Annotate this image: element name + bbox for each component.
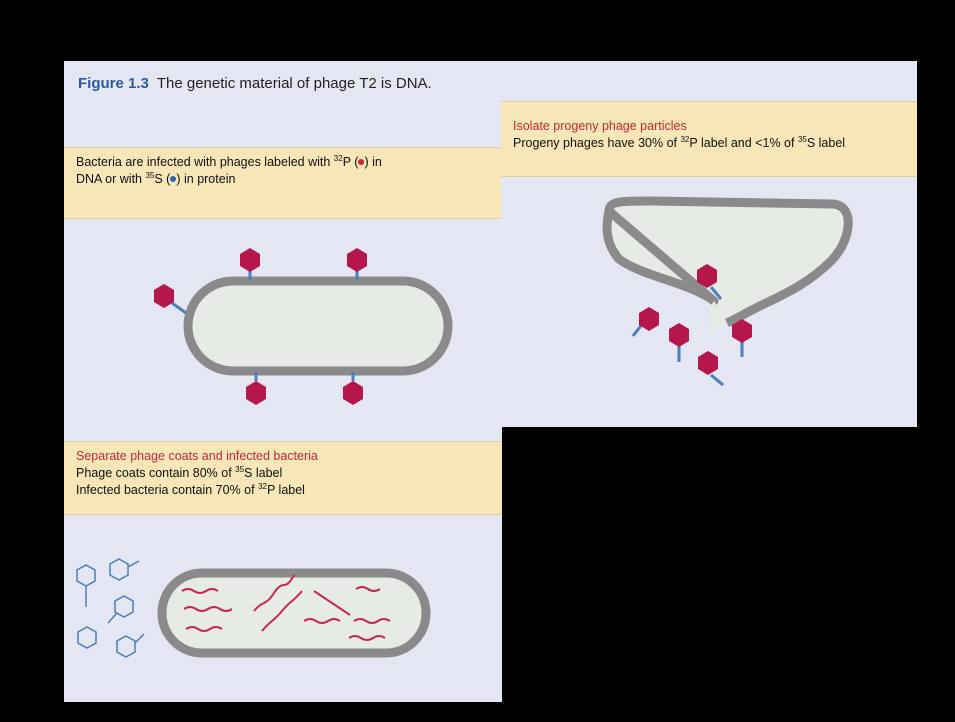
lysed-bacterium bbox=[602, 196, 853, 328]
figure-title: The genetic material of phage T2 is DNA. bbox=[156, 75, 432, 92]
step3-label-box: Isolate progeny phage particles Progeny … bbox=[501, 101, 917, 177]
attached-phage bbox=[154, 284, 187, 315]
phage-dna bbox=[181, 574, 391, 641]
step2-label-box: Separate phage coats and infected bacter… bbox=[64, 441, 502, 515]
step1-label-box: Bacteria are infected with phages labele… bbox=[64, 147, 502, 219]
step1-line1: Bacteria are infected with phages labele… bbox=[76, 154, 382, 170]
p32-dot-icon bbox=[358, 159, 365, 165]
right-panel: Isolate progeny phage particles Progeny … bbox=[501, 61, 917, 427]
attached-phage bbox=[246, 372, 266, 405]
attached-phage bbox=[347, 248, 367, 280]
s35-dot-icon bbox=[170, 176, 177, 182]
progeny-phage bbox=[698, 351, 724, 387]
step3-line: Progeny phages have 30% of 32P label and… bbox=[513, 135, 846, 151]
lysis-opening bbox=[708, 301, 727, 329]
progeny-phage bbox=[631, 307, 659, 337]
step1-line2: DNA or with 35S () in protein bbox=[76, 171, 236, 187]
figure-caption: Figure 1.3 The genetic material of phage … bbox=[78, 75, 432, 92]
infected-bacterium bbox=[157, 568, 431, 658]
progeny-phage bbox=[669, 323, 689, 362]
progeny-diagram bbox=[602, 196, 853, 387]
progeny-phage bbox=[697, 264, 723, 300]
figure-number: Figure 1.3 bbox=[78, 75, 149, 92]
step2-line1: Phage coats contain 80% of 35S label bbox=[76, 465, 283, 481]
step2-line2: Infected bacteria contain 70% of 32P lab… bbox=[76, 482, 305, 498]
attached-phage bbox=[240, 248, 260, 280]
left-panel: Figure 1.3 The genetic material of phage … bbox=[64, 61, 502, 702]
empty-phage-coats bbox=[76, 558, 145, 658]
attached-phage bbox=[343, 372, 363, 405]
progeny-phage bbox=[732, 319, 752, 357]
infection-diagram bbox=[76, 248, 453, 658]
step3-heading: Isolate progeny phage particles bbox=[513, 119, 687, 133]
bacterium-cell bbox=[183, 276, 453, 376]
step2-heading: Separate phage coats and infected bacter… bbox=[76, 449, 318, 463]
